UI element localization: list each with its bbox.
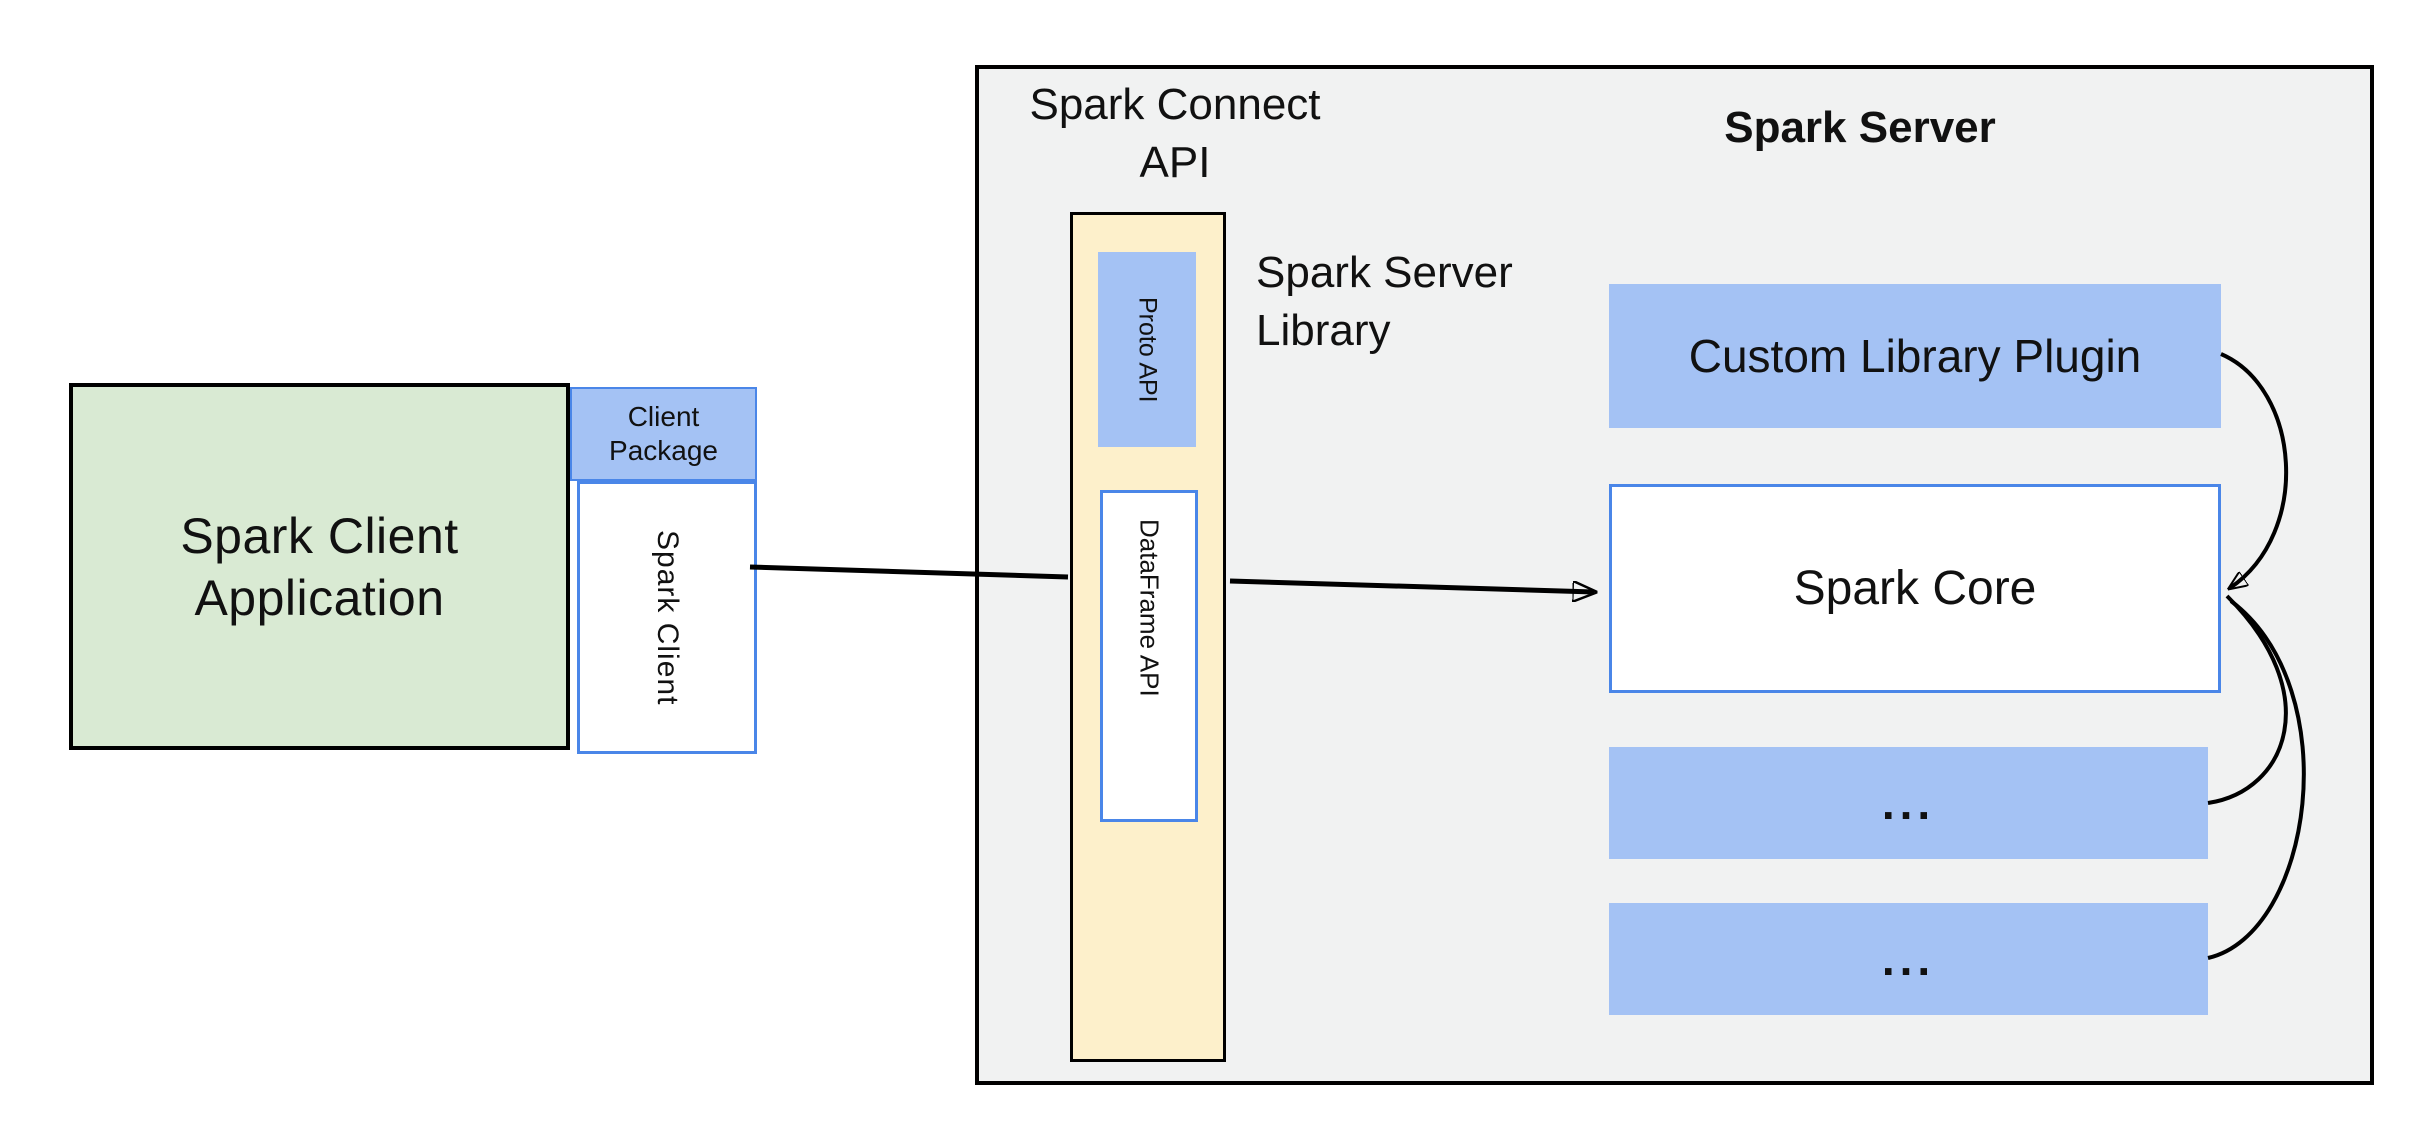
client-package-label-line2: Package (609, 435, 718, 466)
server-module-box-2: ... (1609, 903, 2208, 1015)
spark-connect-api-label-line2: API (1139, 138, 1211, 187)
spark-client-application-label: Spark Client Application (180, 505, 458, 629)
spark-client-label: Spark Client (651, 529, 684, 706)
spark-server-library-label: Spark Server Library (1256, 244, 1586, 360)
spark-server-library-label-line2: Library (1256, 306, 1391, 355)
server-module-1-label: ... (1881, 777, 1936, 829)
custom-library-plugin-box: Custom Library Plugin (1609, 284, 2221, 428)
spark-client-box: Spark Client (577, 481, 757, 754)
client-package-box: Client Package (570, 387, 757, 481)
spark-server-library-label-line1: Spark Server (1256, 248, 1513, 297)
server-module-box-1: ... (1609, 747, 2208, 859)
server-module-2-label: ... (1881, 933, 1936, 985)
proto-api-label: Proto API (1133, 296, 1162, 403)
spark-client-application-box: Spark Client Application (69, 383, 570, 750)
custom-library-plugin-label: Custom Library Plugin (1688, 330, 2142, 382)
spark-core-label: Spark Core (1793, 562, 2037, 615)
dataframe-api-box: DataFrame API (1100, 490, 1198, 822)
spark-client-application-label-line2: Application (194, 569, 445, 626)
dataframe-api-label: DataFrame API (1134, 519, 1165, 697)
client-package-label: Client Package (609, 400, 718, 468)
proto-api-box: Proto API (1098, 252, 1196, 447)
spark-connect-api-label-line1: Spark Connect (1029, 80, 1321, 129)
spark-server-title: Spark Server (1724, 103, 1996, 152)
spark-client-application-label-line1: Spark Client (180, 507, 459, 564)
spark-connect-api-label: Spark Connect API (1000, 76, 1350, 192)
client-package-label-line1: Client (627, 401, 700, 432)
spark-core-box: Spark Core (1609, 484, 2221, 693)
